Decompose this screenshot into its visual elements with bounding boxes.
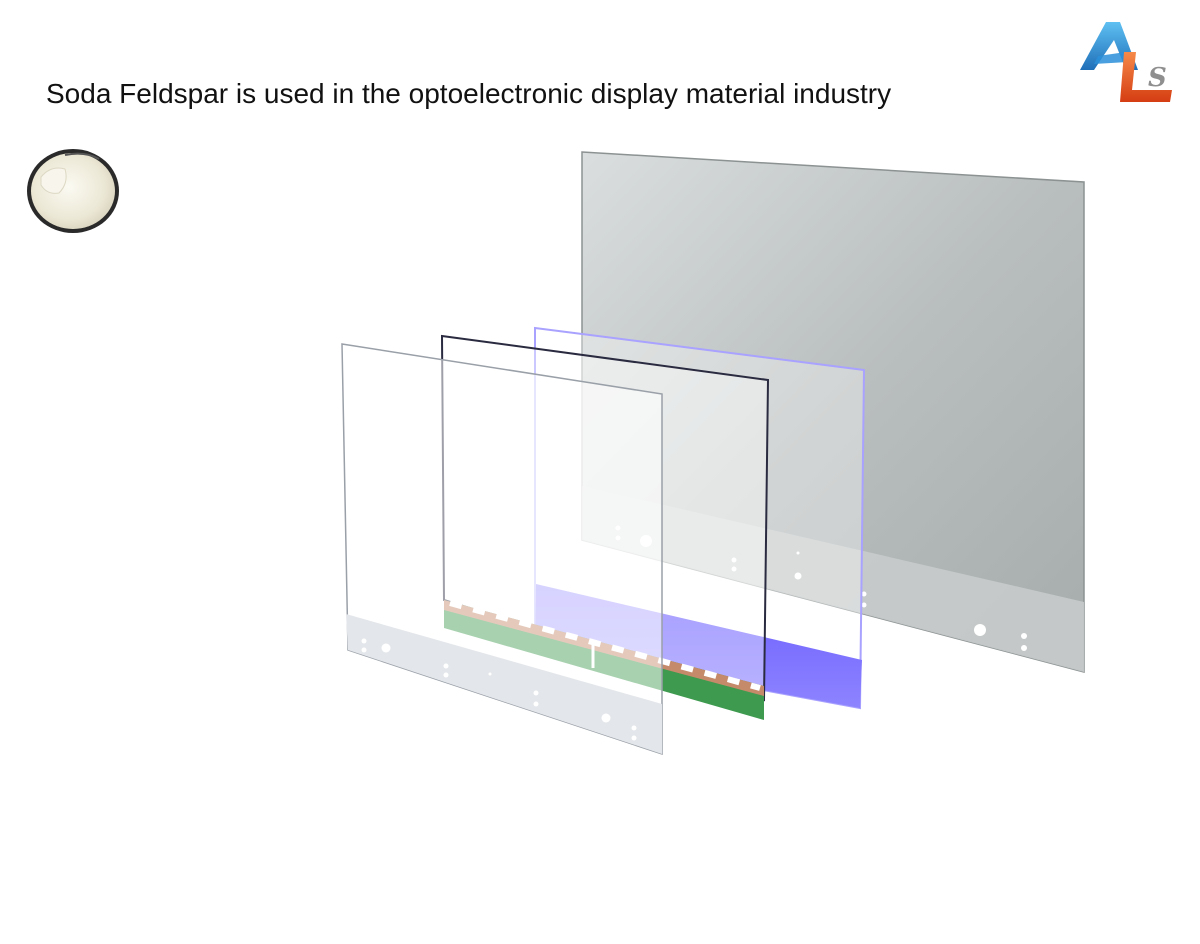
front-glass-layer bbox=[341, 343, 663, 756]
back-glass-panel bbox=[581, 151, 1085, 673]
feldspar-powder-dish-icon bbox=[27, 149, 119, 233]
page-title: Soda Feldspar is used in the optoelectro… bbox=[46, 78, 892, 109]
als-logo-icon: S bbox=[1080, 22, 1172, 102]
display-panel-layers-icon bbox=[341, 151, 1085, 756]
logo-letter-l bbox=[1120, 52, 1172, 102]
logo-letter-s: S bbox=[1148, 63, 1167, 93]
